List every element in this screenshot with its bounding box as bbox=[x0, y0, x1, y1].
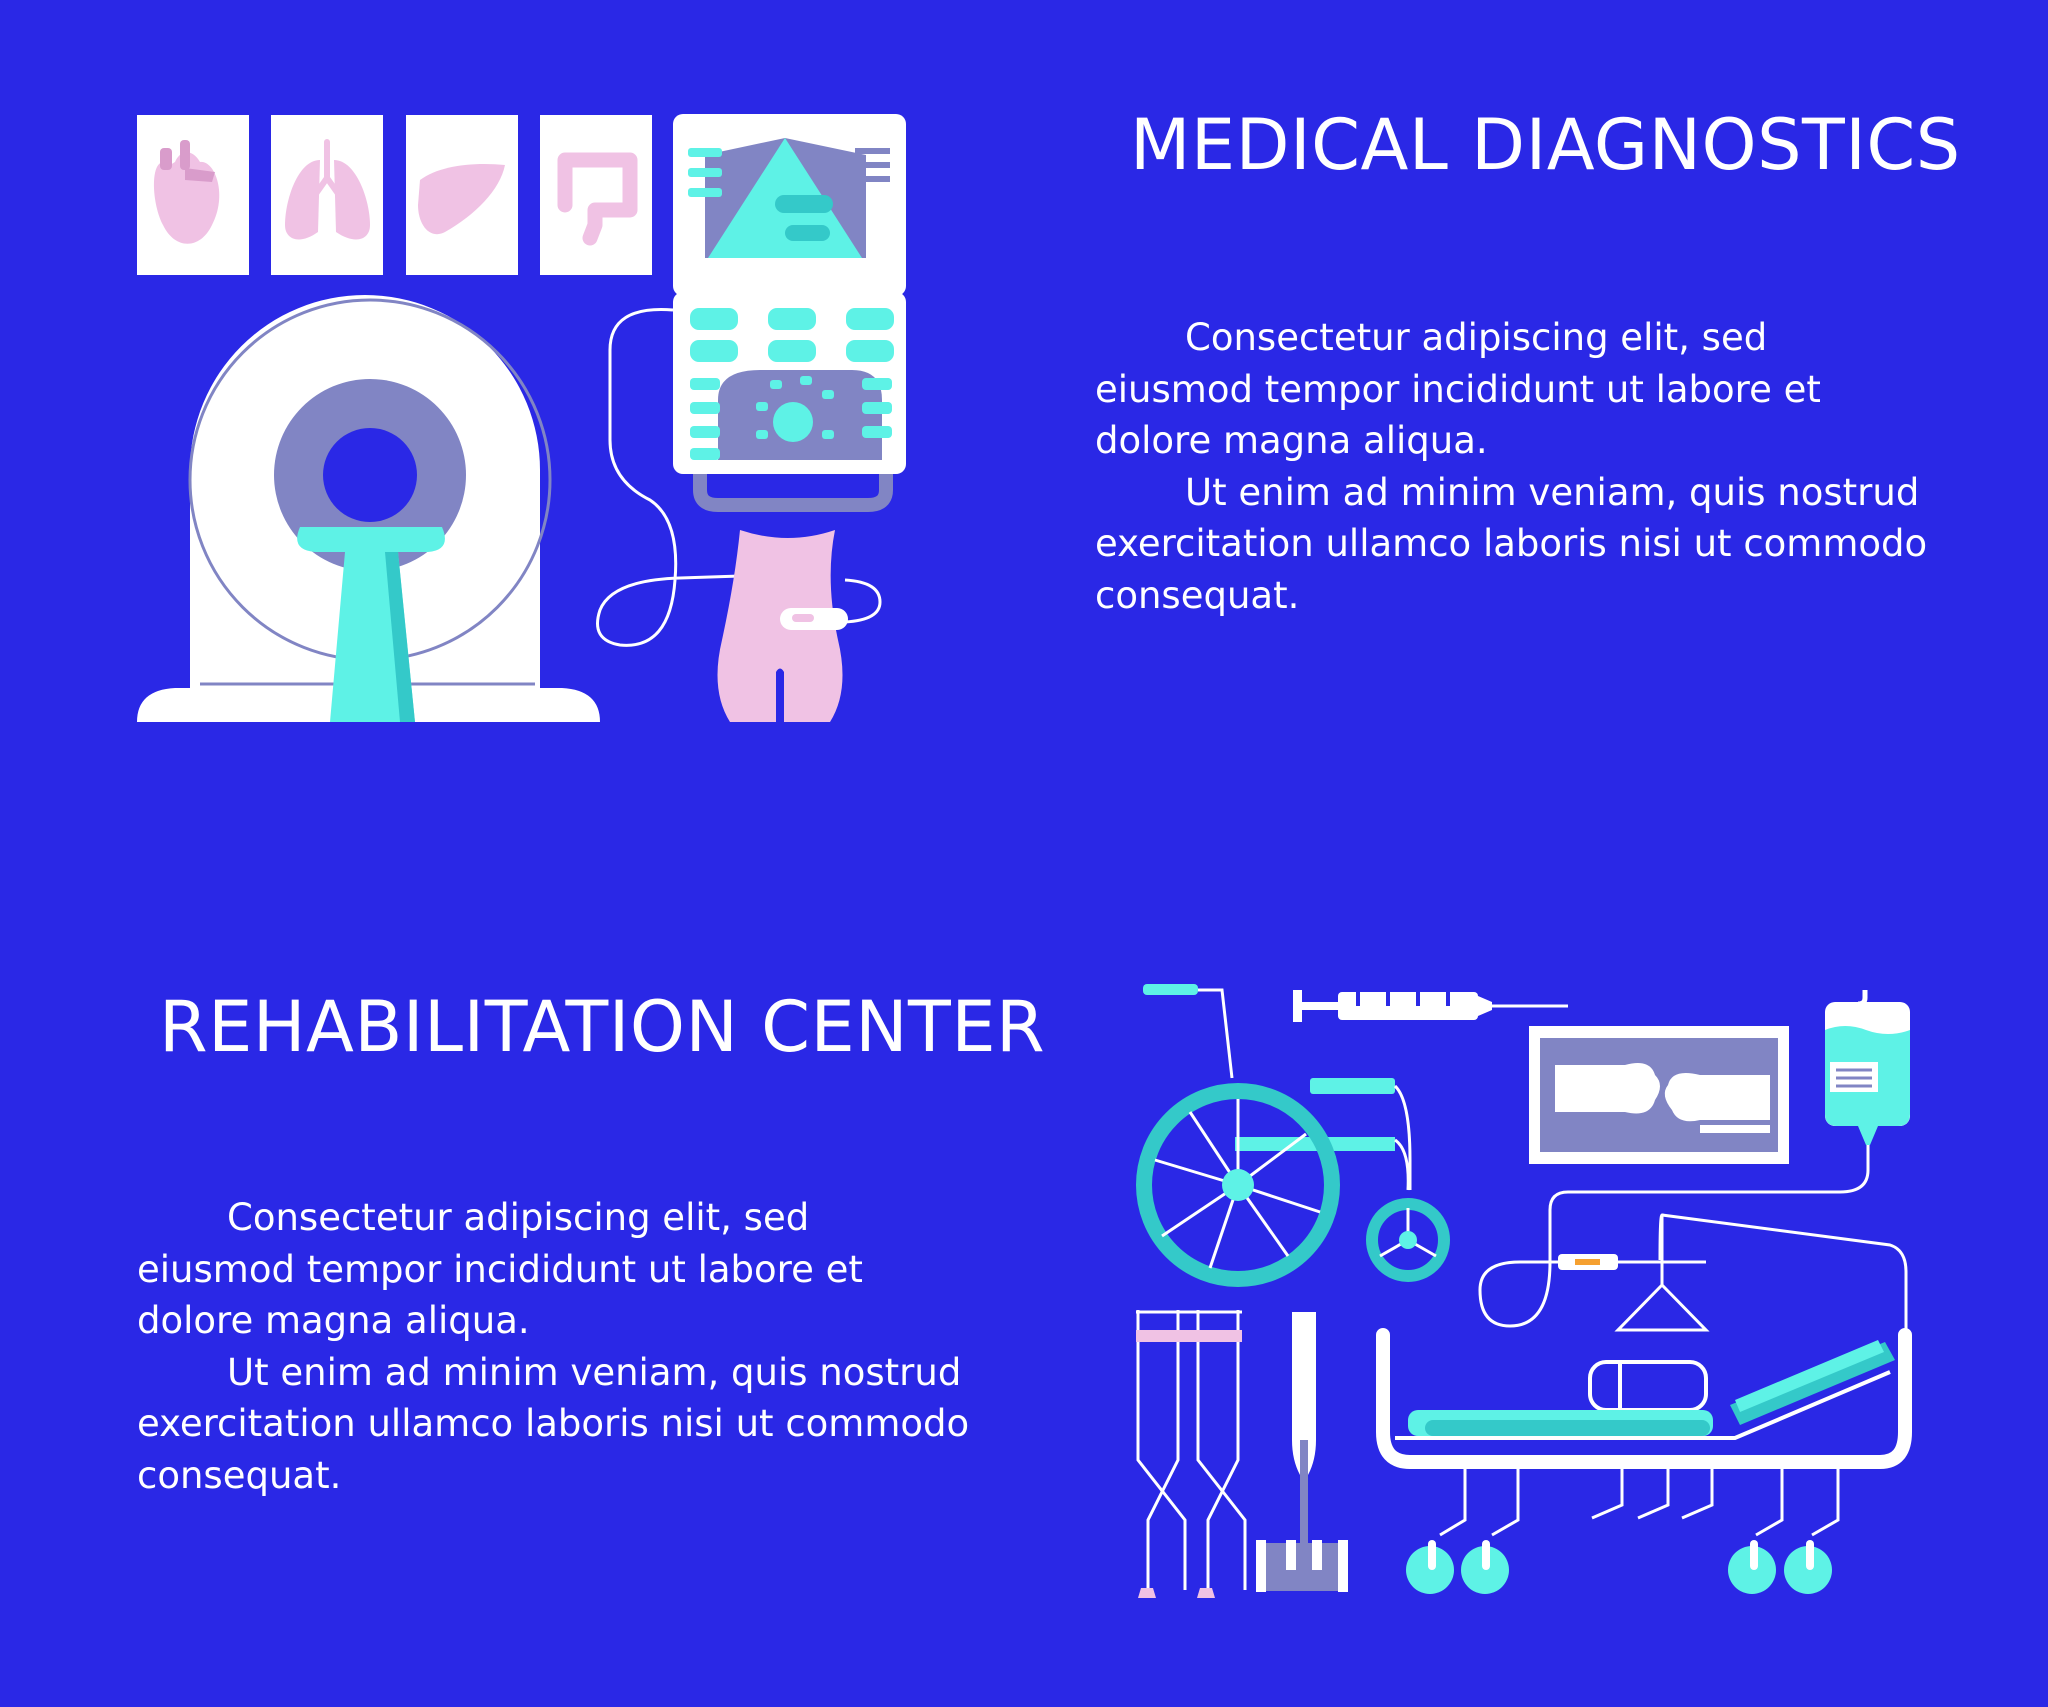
rehabilitation-paragraph-2: Ut enim ad minim veniam, quis nostrud ex… bbox=[137, 1350, 970, 1497]
patient-torso-icon bbox=[717, 530, 843, 722]
section-title-rehabilitation: REHABILITATION CENTER bbox=[159, 986, 1046, 1068]
mri-scanner-icon bbox=[137, 295, 600, 722]
diagnostics-paragraph-2: Ut enim ad minim veniam, quis nostrud ex… bbox=[1095, 470, 1928, 617]
wheelchair-icon bbox=[1136, 984, 1450, 1287]
crutches-icon bbox=[1136, 1310, 1247, 1598]
lungs-icon bbox=[271, 115, 383, 275]
diagnostics-description: Consectetur adipiscing elit, sed eiusmod… bbox=[1095, 312, 1930, 621]
rehabilitation-paragraph-1: Consectetur adipiscing elit, sed eiusmod… bbox=[137, 1196, 863, 1342]
syringe-icon bbox=[1293, 990, 1568, 1022]
rehabilitation-description: Consectetur adipiscing elit, sed eiusmod… bbox=[137, 1192, 972, 1501]
liver-icon bbox=[406, 115, 518, 275]
ultrasound-machine-icon bbox=[596, 114, 906, 647]
hospital-bed-icon bbox=[1376, 1213, 1912, 1594]
heart-icon bbox=[137, 115, 249, 275]
iv-drip-icon bbox=[1478, 990, 1910, 1328]
diagnostics-paragraph-1: Consectetur adipiscing elit, sed eiusmod… bbox=[1095, 316, 1821, 462]
section-title-diagnostics: MEDICAL DIAGNOSTICS bbox=[1130, 104, 1961, 186]
knee-xray-icon bbox=[1529, 1026, 1789, 1164]
cane-icon bbox=[1256, 1312, 1348, 1592]
ultrasound-probe-icon bbox=[780, 578, 882, 630]
intestine-icon bbox=[540, 115, 652, 275]
